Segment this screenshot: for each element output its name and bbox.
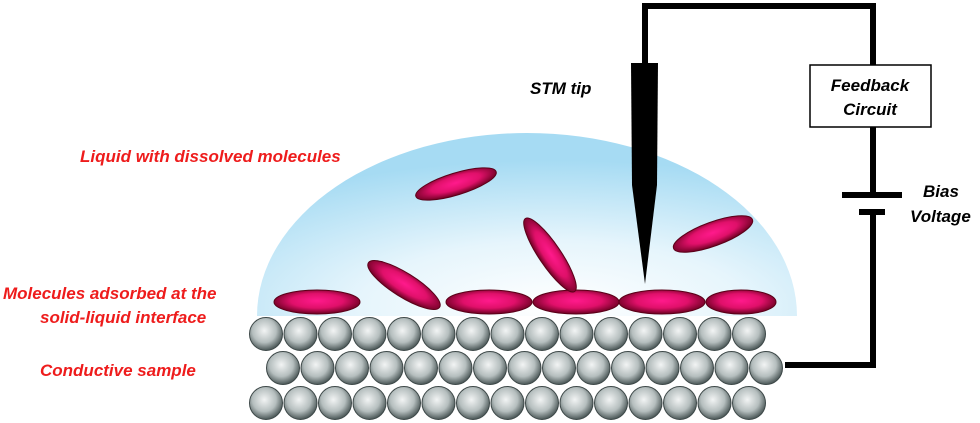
molecule-adsorbed: [705, 289, 777, 315]
sample-atom: [525, 386, 559, 420]
molecule-dissolved: [415, 167, 497, 201]
sample-atom: [318, 317, 352, 351]
sample-atom: [456, 317, 490, 351]
sample-label: Conductive sample: [40, 361, 196, 380]
sample-atom: [352, 386, 387, 420]
sample-atom: [697, 317, 732, 351]
battery-short-plate: [859, 209, 885, 215]
sample-atom: [490, 386, 525, 420]
liquid-label: Liquid with dissolved molecules: [80, 147, 341, 166]
molecule-dissolved: [523, 217, 577, 293]
bias-label-line2: Voltage: [910, 207, 971, 226]
sample-atom: [352, 317, 387, 351]
molecule-dissolved: [672, 215, 754, 253]
stm-tip: [631, 63, 658, 284]
sample-atom: [663, 386, 697, 420]
sample-atom: [594, 386, 628, 420]
sample-atom: [283, 317, 318, 351]
sample-atom: [421, 317, 456, 351]
molecule-dissolved: [367, 260, 441, 310]
sample-atom: [525, 317, 559, 351]
sample-atom: [249, 386, 283, 420]
sample-atom: [680, 351, 714, 385]
stm-tip-label: STM tip: [530, 79, 591, 98]
sample-atom: [559, 386, 594, 420]
sample-atom: [732, 386, 766, 420]
sample-atom: [594, 317, 628, 351]
sample-atom: [438, 351, 473, 385]
circuit-wires: [642, 3, 876, 368]
sample-atom: [421, 386, 456, 420]
sample-atom: [283, 386, 318, 420]
bias-label-line1: Bias: [923, 182, 959, 201]
sample-atom: [266, 351, 300, 385]
sample-atom: [732, 317, 766, 351]
molecule-adsorbed: [445, 289, 533, 315]
sample-atom: [387, 386, 421, 420]
sample-atom: [714, 351, 749, 385]
sample-atom: [628, 317, 663, 351]
feedback-label-line2: Circuit: [843, 100, 898, 119]
molecules: [273, 167, 777, 315]
sample-atom: [507, 351, 542, 385]
molecule-adsorbed: [618, 289, 706, 315]
feedback-circuit-box: [809, 64, 932, 128]
sample-atom: [404, 351, 438, 385]
sample-atom: [628, 386, 663, 420]
sample-atom: [611, 351, 645, 385]
sample-atom: [490, 317, 525, 351]
sample-atom: [387, 317, 421, 351]
sample-atom: [369, 351, 404, 385]
sample-atom: [300, 351, 335, 385]
sample-atom: [645, 351, 680, 385]
battery-long-plate: [842, 192, 902, 198]
sample-atom: [576, 351, 611, 385]
feedback-label-line1: Feedback: [831, 76, 911, 95]
conductive-sample-atoms: [249, 317, 783, 420]
adsorbed-label-line2: solid-liquid interface: [40, 308, 206, 327]
molecule-adsorbed: [273, 289, 361, 315]
adsorbed-label-line1: Molecules adsorbed at the: [3, 284, 217, 303]
sample-atom: [749, 351, 783, 385]
sample-atom: [249, 317, 283, 351]
sample-atom: [456, 386, 490, 420]
sample-atom: [318, 386, 352, 420]
sample-atom: [473, 351, 507, 385]
molecule-adsorbed: [532, 289, 620, 315]
sample-atom: [663, 317, 697, 351]
sample-atom: [335, 351, 369, 385]
sample-atom: [542, 351, 576, 385]
sample-atom: [697, 386, 732, 420]
sample-atom: [559, 317, 594, 351]
